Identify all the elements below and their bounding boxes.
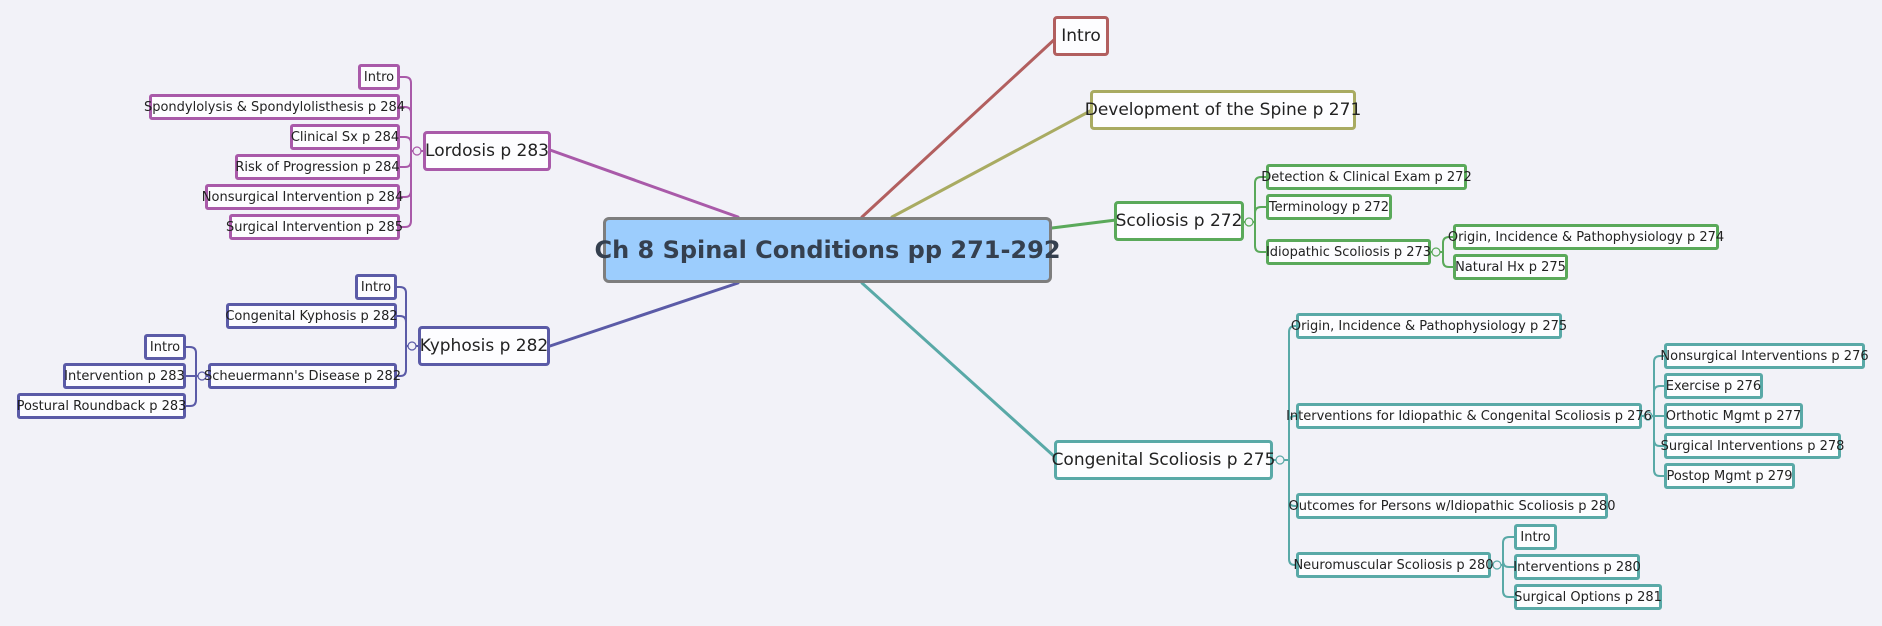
subtopic-idiopathic-scoliosis[interactable]: Idiopathic Scoliosis p 273 — [1266, 239, 1431, 265]
topic-intro[interactable]: Intro — [1053, 16, 1109, 56]
subtopic-detection[interactable]: Detection & Clinical Exam p 272 — [1261, 164, 1472, 190]
collapse-toggle-lordosis[interactable] — [412, 146, 422, 156]
subtopic-surgical-intervention[interactable]: Surgical Intervention p 285 — [226, 214, 403, 240]
subtopic-scheuermann-intro[interactable]: Intro — [144, 334, 186, 360]
topic-lordosis[interactable]: Lordosis p 283 — [423, 131, 551, 171]
subtopic-orthotic-mgmt[interactable]: Orthotic Mgmt p 277 — [1664, 403, 1803, 429]
subtopic-nonsurgical-intervention[interactable]: Nonsurgical Intervention p 284 — [202, 184, 403, 210]
link-lordosis — [548, 148, 740, 219]
collapse-toggle-congenital[interactable] — [1275, 455, 1285, 465]
link-kyphosis-children — [394, 286, 419, 377]
collapse-toggle-interventions[interactable] — [1643, 411, 1653, 421]
subtopic-neuro-interventions[interactable]: Interventions p 280 — [1513, 554, 1641, 580]
subtopic-exercise[interactable]: Exercise p 276 — [1664, 373, 1763, 399]
collapse-toggle-scheuermann[interactable] — [197, 371, 207, 381]
subtopic-risk-of-progression[interactable]: Risk of Progression p 284 — [235, 154, 400, 180]
link-intro — [860, 36, 1058, 219]
subtopic-interventions-idiopathic-congenital[interactable]: Interventions for Idiopathic & Congenita… — [1286, 403, 1652, 429]
topic-kyphosis[interactable]: Kyphosis p 282 — [418, 326, 550, 366]
subtopic-scheuermann[interactable]: Scheuermann's Disease p 282 — [204, 363, 401, 389]
subtopic-neuro-intro[interactable]: Intro — [1514, 524, 1557, 550]
collapse-toggle-neuromuscular[interactable] — [1492, 560, 1502, 570]
subtopic-natural-hx[interactable]: Natural Hx p 275 — [1453, 254, 1568, 280]
subtopic-postop-mgmt[interactable]: Postop Mgmt p 279 — [1664, 463, 1795, 489]
link-kyphosis — [548, 281, 740, 348]
subtopic-neuro-surgical-options[interactable]: Surgical Options p 281 — [1514, 584, 1662, 610]
subtopic-postural-roundback[interactable]: Postural Roundback p 283 — [17, 393, 186, 419]
collapse-toggle-idiopathic[interactable] — [1431, 247, 1441, 257]
subtopic-terminology[interactable]: Terminology p 272 — [1266, 194, 1392, 220]
subtopic-kyphosis-intro[interactable]: Intro — [355, 274, 397, 300]
link-congenital — [860, 281, 1058, 460]
subtopic-origin-incidence-275[interactable]: Origin, Incidence & Pathophysiology p 27… — [1291, 313, 1567, 339]
subtopic-surgical-interventions[interactable]: Surgical Interventions p 278 — [1661, 433, 1844, 459]
subtopic-outcomes[interactable]: Outcomes for Persons w/Idiopathic Scolio… — [1289, 493, 1615, 519]
topic-development-of-spine[interactable]: Development of the Spine p 271 — [1085, 90, 1361, 130]
link-scoliosis — [1050, 218, 1118, 230]
collapse-toggle-kyphosis[interactable] — [407, 341, 417, 351]
central-topic[interactable]: Ch 8 Spinal Conditions pp 271-292 — [594, 217, 1061, 283]
collapse-toggle-scoliosis[interactable] — [1244, 217, 1254, 227]
link-scoliosis-children — [1243, 176, 1269, 253]
topic-scoliosis[interactable]: Scoliosis p 272 — [1114, 201, 1244, 241]
subtopic-congenital-kyphosis[interactable]: Congenital Kyphosis p 282 — [225, 303, 398, 329]
topic-congenital-scoliosis[interactable]: Congenital Scoliosis p 275 — [1052, 440, 1275, 480]
subtopic-clinical-sx[interactable]: Clinical Sx p 284 — [290, 124, 400, 150]
link-development — [890, 108, 1094, 219]
link-congenital-children — [1272, 325, 1299, 566]
subtopic-intervention-283[interactable]: Intervention p 283 — [63, 363, 186, 389]
subtopic-neuromuscular-scoliosis[interactable]: Neuromuscular Scoliosis p 280 — [1293, 552, 1494, 578]
subtopic-spondylolysis[interactable]: Spondylolysis & Spondylolisthesis p 284 — [144, 94, 405, 120]
subtopic-origin-incidence[interactable]: Origin, Incidence & Pathophysiology p 27… — [1448, 224, 1724, 250]
subtopic-lordosis-intro[interactable]: Intro — [358, 64, 400, 90]
subtopic-nonsurgical-interventions[interactable]: Nonsurgical Interventions p 276 — [1660, 343, 1869, 369]
